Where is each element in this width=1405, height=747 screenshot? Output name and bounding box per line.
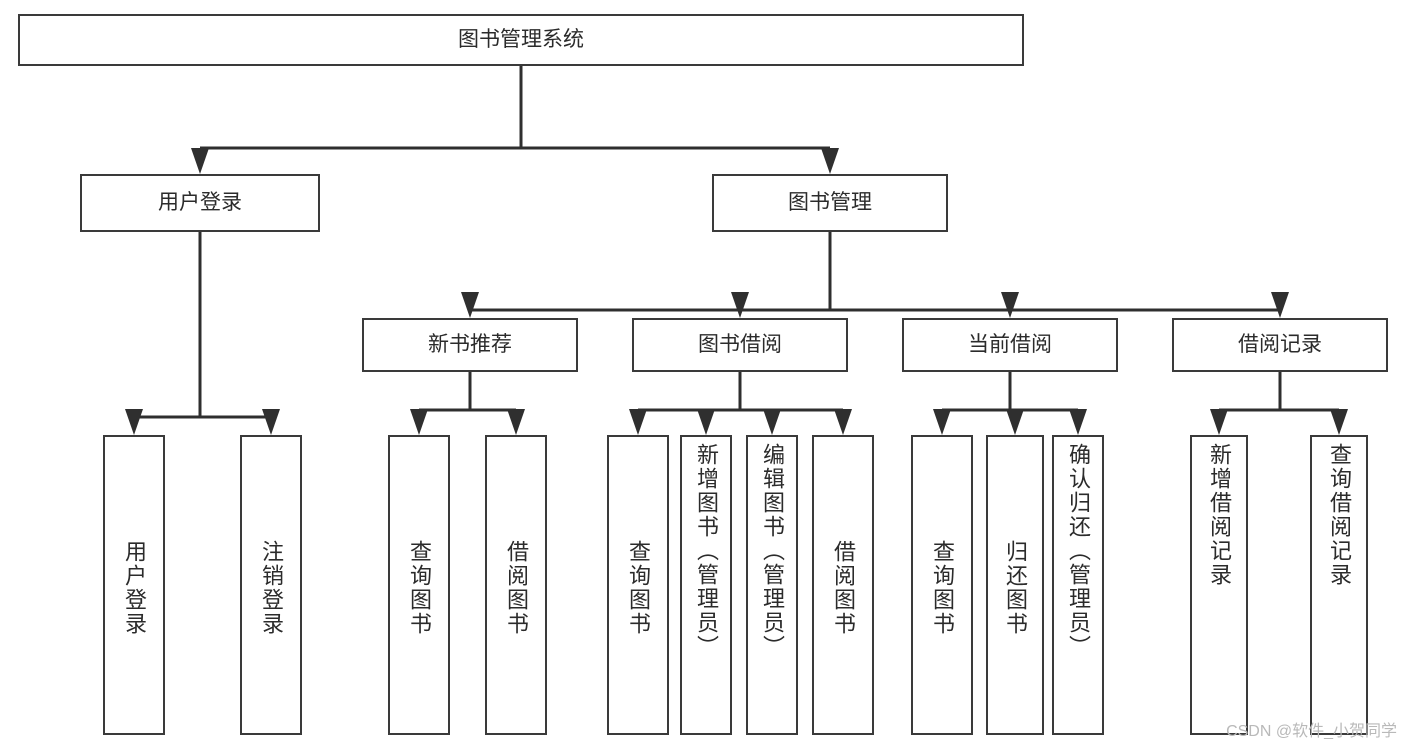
node-label: 用户登录 xyxy=(158,190,242,214)
node-leaf-borrow-book-1[interactable]: 借阅图书 xyxy=(485,435,547,735)
node-label: 借阅图书 xyxy=(831,540,856,636)
node-label: 编辑图书（管理员） xyxy=(760,443,785,659)
node-leaf-confirm-return[interactable]: 确认归还（管理员） xyxy=(1052,435,1104,735)
node-label: 当前借阅 xyxy=(968,332,1052,356)
node-label: 新增图书（管理员） xyxy=(694,443,719,659)
node-label: 图书管理系统 xyxy=(458,27,584,51)
node-label: 查询图书 xyxy=(930,540,955,636)
node-leaf-query-record[interactable]: 查询借阅记录 xyxy=(1310,435,1368,735)
node-book-manage[interactable]: 图书管理 xyxy=(712,174,948,232)
node-label: 借阅图书 xyxy=(504,540,529,636)
node-leaf-query-book-3[interactable]: 查询图书 xyxy=(911,435,973,735)
node-leaf-add-book[interactable]: 新增图书（管理员） xyxy=(680,435,732,735)
node-leaf-logout[interactable]: 注销登录 xyxy=(240,435,302,735)
node-leaf-return-book[interactable]: 归还图书 xyxy=(986,435,1044,735)
node-label: 归还图书 xyxy=(1003,540,1028,636)
node-label: 图书管理 xyxy=(788,190,872,214)
node-label: 查询借阅记录 xyxy=(1327,443,1352,587)
node-label: 新增借阅记录 xyxy=(1207,443,1232,587)
node-label: 图书借阅 xyxy=(698,332,782,356)
node-label: 查询图书 xyxy=(626,540,651,636)
node-label: 确认归还（管理员） xyxy=(1066,443,1091,659)
node-leaf-query-book-2[interactable]: 查询图书 xyxy=(607,435,669,735)
node-leaf-borrow-book-2[interactable]: 借阅图书 xyxy=(812,435,874,735)
node-current-borrow[interactable]: 当前借阅 xyxy=(902,318,1118,372)
node-leaf-add-record[interactable]: 新增借阅记录 xyxy=(1190,435,1248,735)
node-borrow-record[interactable]: 借阅记录 xyxy=(1172,318,1388,372)
node-label: 查询图书 xyxy=(407,540,432,636)
node-label: 用户登录 xyxy=(122,540,147,636)
node-leaf-user-login[interactable]: 用户登录 xyxy=(103,435,165,735)
node-leaf-query-book-1[interactable]: 查询图书 xyxy=(388,435,450,735)
node-user-login[interactable]: 用户登录 xyxy=(80,174,320,232)
node-new-book-rec[interactable]: 新书推荐 xyxy=(362,318,578,372)
node-leaf-edit-book[interactable]: 编辑图书（管理员） xyxy=(746,435,798,735)
node-label: 借阅记录 xyxy=(1238,332,1322,356)
node-label: 注销登录 xyxy=(259,540,284,636)
node-root[interactable]: 图书管理系统 xyxy=(18,14,1024,66)
node-book-borrow[interactable]: 图书借阅 xyxy=(632,318,848,372)
node-label: 新书推荐 xyxy=(428,332,512,356)
